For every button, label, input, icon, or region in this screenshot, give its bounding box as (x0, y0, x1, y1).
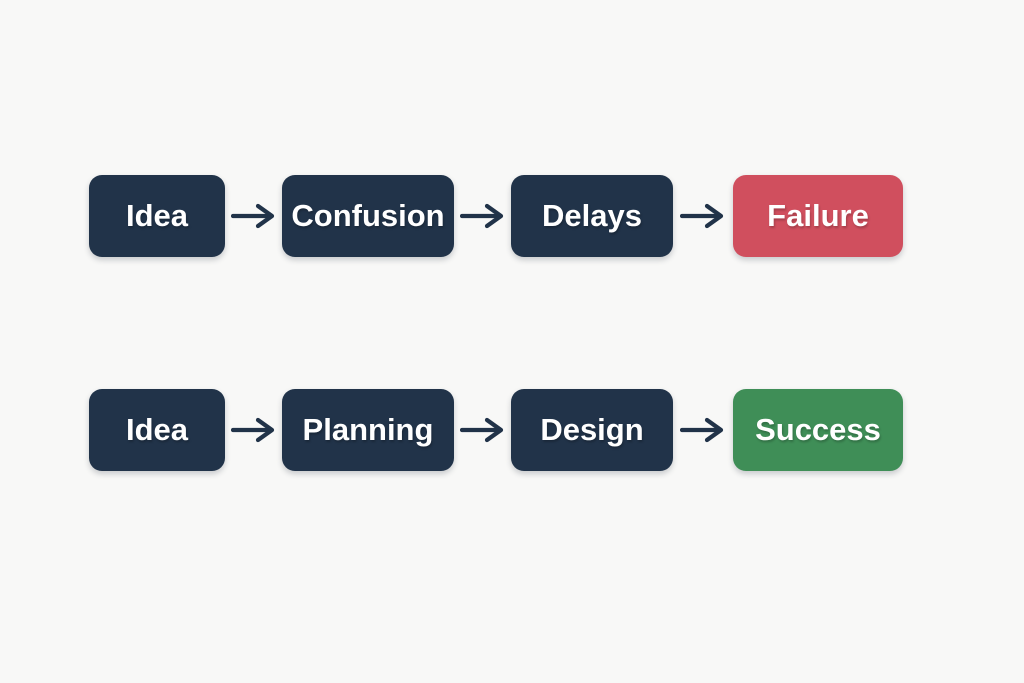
flow-step-idea-row1: Idea (89, 175, 225, 257)
flow-step-label: Design (540, 412, 644, 447)
arrow-right-icon (459, 417, 503, 443)
flow-step-label: Confusion (291, 198, 445, 233)
flow-step-idea-row2: Idea (89, 389, 225, 471)
flow-step-failure: Failure (733, 175, 903, 257)
flow-step-delays: Delays (511, 175, 673, 257)
connector-cell (454, 175, 511, 257)
arrow-right-icon (230, 203, 274, 229)
flow-step-planning: Planning (282, 389, 454, 471)
arrow-right-icon (680, 203, 724, 229)
connector-cell (673, 175, 733, 257)
flow-step-label: Failure (767, 198, 869, 233)
failure-path-row: Idea Confusion Delays Fail (89, 175, 903, 257)
flow-step-confusion: Confusion (282, 175, 454, 257)
arrow-right-icon (680, 417, 724, 443)
flow-step-success: Success (733, 389, 903, 471)
connector-cell (225, 389, 282, 471)
flow-step-label: Planning (302, 412, 434, 447)
flow-step-label: Idea (125, 198, 189, 233)
flow-step-label: Idea (125, 412, 189, 447)
success-path-row: Idea Planning Design Succe (89, 389, 903, 471)
flow-step-label: Success (755, 412, 881, 447)
connector-cell (225, 175, 282, 257)
flow-step-design: Design (511, 389, 673, 471)
arrow-right-icon (230, 417, 274, 443)
connector-cell (454, 389, 511, 471)
flow-step-label: Delays (542, 198, 642, 233)
arrow-right-icon (459, 203, 503, 229)
connector-cell (673, 389, 733, 471)
